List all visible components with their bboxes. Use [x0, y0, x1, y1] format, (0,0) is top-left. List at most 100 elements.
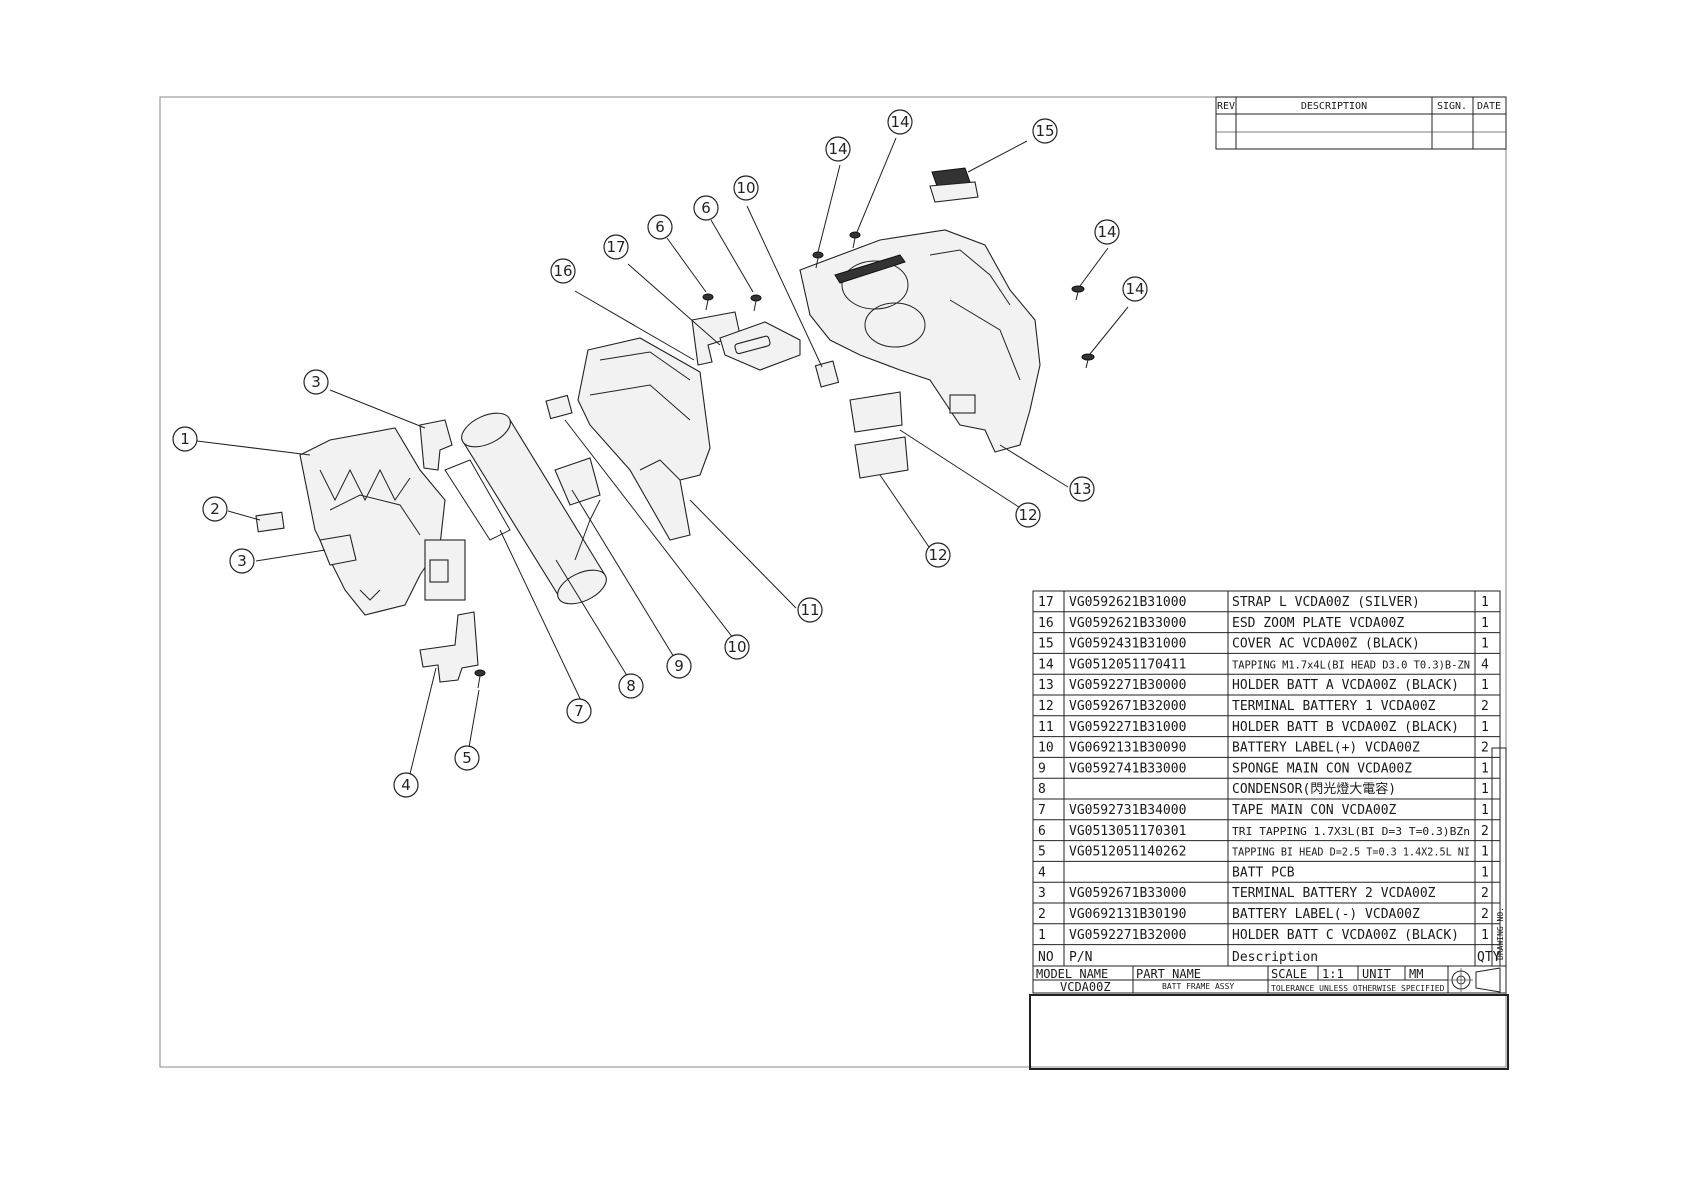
svg-text:16: 16	[553, 262, 572, 280]
bom-cell-desc: BATT PCB	[1232, 865, 1295, 880]
title-block: MODEL NAME PART NAME SCALE 1:1 UNIT MM V…	[1029, 965, 1509, 1070]
part-battery-label-plus-right	[814, 360, 840, 388]
callout-2: 2	[202, 496, 228, 522]
leader-lines	[196, 137, 1129, 783]
bom-cell-no: 16	[1038, 616, 1054, 631]
bom-cell-desc: TRI TAPPING 1.7X3L(BI D=3 T=0.3)BZn	[1232, 825, 1470, 838]
part-batt-pcb	[419, 611, 479, 683]
bom-cell-pn: VG0592621B31000	[1069, 595, 1186, 610]
callout-14-a: 14	[825, 136, 851, 162]
bom-cell-no: 17	[1038, 595, 1054, 610]
bom-cell-qty: 1	[1481, 928, 1489, 943]
callout-11: 11	[797, 597, 823, 623]
part-screw-5	[474, 669, 486, 689]
part-screws-6	[702, 293, 762, 312]
rev-header-sign: SIGN.	[1437, 101, 1467, 112]
part-strap-l	[719, 321, 801, 371]
callout-4: 4	[393, 772, 419, 798]
part-terminal-battery-2-bottom	[319, 534, 357, 566]
callout-14-b: 14	[887, 109, 913, 135]
drawing-frame	[159, 96, 1507, 1068]
callout-14-d: 14	[1122, 276, 1148, 302]
callout-9: 9	[666, 653, 692, 679]
bom-cell-desc: HOLDER BATT A VCDA00Z (BLACK)	[1232, 678, 1459, 693]
svg-text:2: 2	[210, 500, 220, 518]
svg-text:14: 14	[1097, 223, 1116, 241]
callout-13: 13	[1069, 476, 1095, 502]
bom-cell-no: 4	[1038, 865, 1046, 880]
bom-cell-desc: TERMINAL BATTERY 1 VCDA00Z	[1232, 699, 1436, 714]
callout-10-bottom: 10	[724, 634, 750, 660]
part-esd-zoom-plate	[691, 311, 741, 366]
bom-cell-qty: 1	[1481, 678, 1489, 693]
callout-3-bottom: 3	[229, 548, 255, 574]
svg-text:17: 17	[606, 238, 625, 256]
bom-cell-desc: TERMINAL BATTERY 2 VCDA00Z	[1232, 886, 1436, 901]
callout-6-right: 6	[693, 195, 719, 221]
svg-text:15: 15	[1035, 122, 1054, 140]
bom-cell-qty: 2	[1481, 907, 1489, 922]
part-screws-14	[812, 231, 1095, 369]
bom-cell-desc: CONDENSOR(閃光燈大電容)	[1232, 781, 1396, 797]
unit-label: UNIT	[1362, 967, 1391, 981]
scale-label: SCALE	[1271, 967, 1307, 981]
bom-cell-pn: VG0592431B31000	[1069, 637, 1186, 652]
bom-cell-qty: 1	[1481, 595, 1489, 610]
bom-cell-pn: VG0692131B30090	[1069, 741, 1186, 756]
svg-text:6: 6	[655, 218, 665, 236]
bom-cell-no: 9	[1038, 761, 1046, 776]
bom-cell-no: 6	[1038, 824, 1046, 839]
svg-text:5: 5	[462, 749, 472, 767]
bom-cell-desc: TAPPING M1.7x4L(BI HEAD D3.0 T0.3)B-ZN	[1232, 658, 1470, 671]
drawing-number-label: DRAWING NO.	[1496, 907, 1505, 960]
bom-cell-pn: VG0592621B33000	[1069, 616, 1186, 631]
svg-text:4: 4	[401, 776, 411, 794]
part-terminal-battery-1-top	[849, 391, 903, 433]
revision-block: REV DESCRIPTION SIGN. DATE	[1215, 96, 1507, 150]
callout-6-left: 6	[647, 214, 673, 240]
bom-cell-no: 1	[1038, 928, 1046, 943]
bom-cell-no: 15	[1038, 637, 1054, 652]
callout-5: 5	[454, 745, 480, 771]
svg-text:14: 14	[1125, 280, 1144, 298]
bom-cell-desc: BATTERY LABEL(+) VCDA00Z	[1232, 741, 1420, 756]
bom-cell-no: 5	[1038, 845, 1046, 860]
bom-cell-desc: ESD ZOOM PLATE VCDA00Z	[1232, 616, 1404, 631]
svg-text:12: 12	[1018, 506, 1037, 524]
scale-value: 1:1	[1322, 967, 1344, 981]
part-holder-batt-a	[799, 229, 1041, 453]
callout-12-top: 12	[1015, 502, 1041, 528]
svg-text:13: 13	[1072, 480, 1091, 498]
callout-3-top: 3	[303, 369, 329, 395]
svg-text:9: 9	[674, 657, 684, 675]
callout-10-top: 10	[733, 175, 759, 201]
part-battery-label-plus-left	[545, 394, 573, 420]
model-name-label: MODEL NAME	[1036, 967, 1108, 981]
bom-cell-pn: VG0592731B34000	[1069, 803, 1186, 818]
svg-text:8: 8	[626, 677, 636, 695]
part-terminal-battery-2-top	[419, 419, 453, 471]
bom-cell-qty: 1	[1481, 845, 1489, 860]
bom-cell-qty: 1	[1481, 637, 1489, 652]
bom-cell-pn: VG0692131B30190	[1069, 907, 1186, 922]
part-holder-batt-c	[299, 427, 466, 616]
part-battery-label-minus	[255, 511, 285, 533]
bom-cell-no: 12	[1038, 699, 1054, 714]
callout-12-bottom: 12	[925, 542, 951, 568]
bom-cell-no: 11	[1038, 720, 1054, 735]
svg-text:3: 3	[237, 552, 247, 570]
svg-text:11: 11	[800, 601, 819, 619]
svg-text:10: 10	[727, 638, 746, 656]
bom-cell-pn: VG0512051170411	[1069, 657, 1186, 672]
bom-cell-desc: BATTERY LABEL(-) VCDA00Z	[1232, 907, 1420, 922]
bom-cell-qty: 1	[1481, 865, 1489, 880]
bom-cell-qty: 1	[1481, 803, 1489, 818]
part-condensor	[444, 412, 607, 605]
svg-text:3: 3	[311, 373, 321, 391]
bom-cell-no: 14	[1038, 657, 1054, 672]
svg-text:14: 14	[890, 113, 909, 131]
part-name-value: BATT FRAME ASSY	[1162, 982, 1234, 991]
projection-symbol	[1449, 967, 1501, 993]
